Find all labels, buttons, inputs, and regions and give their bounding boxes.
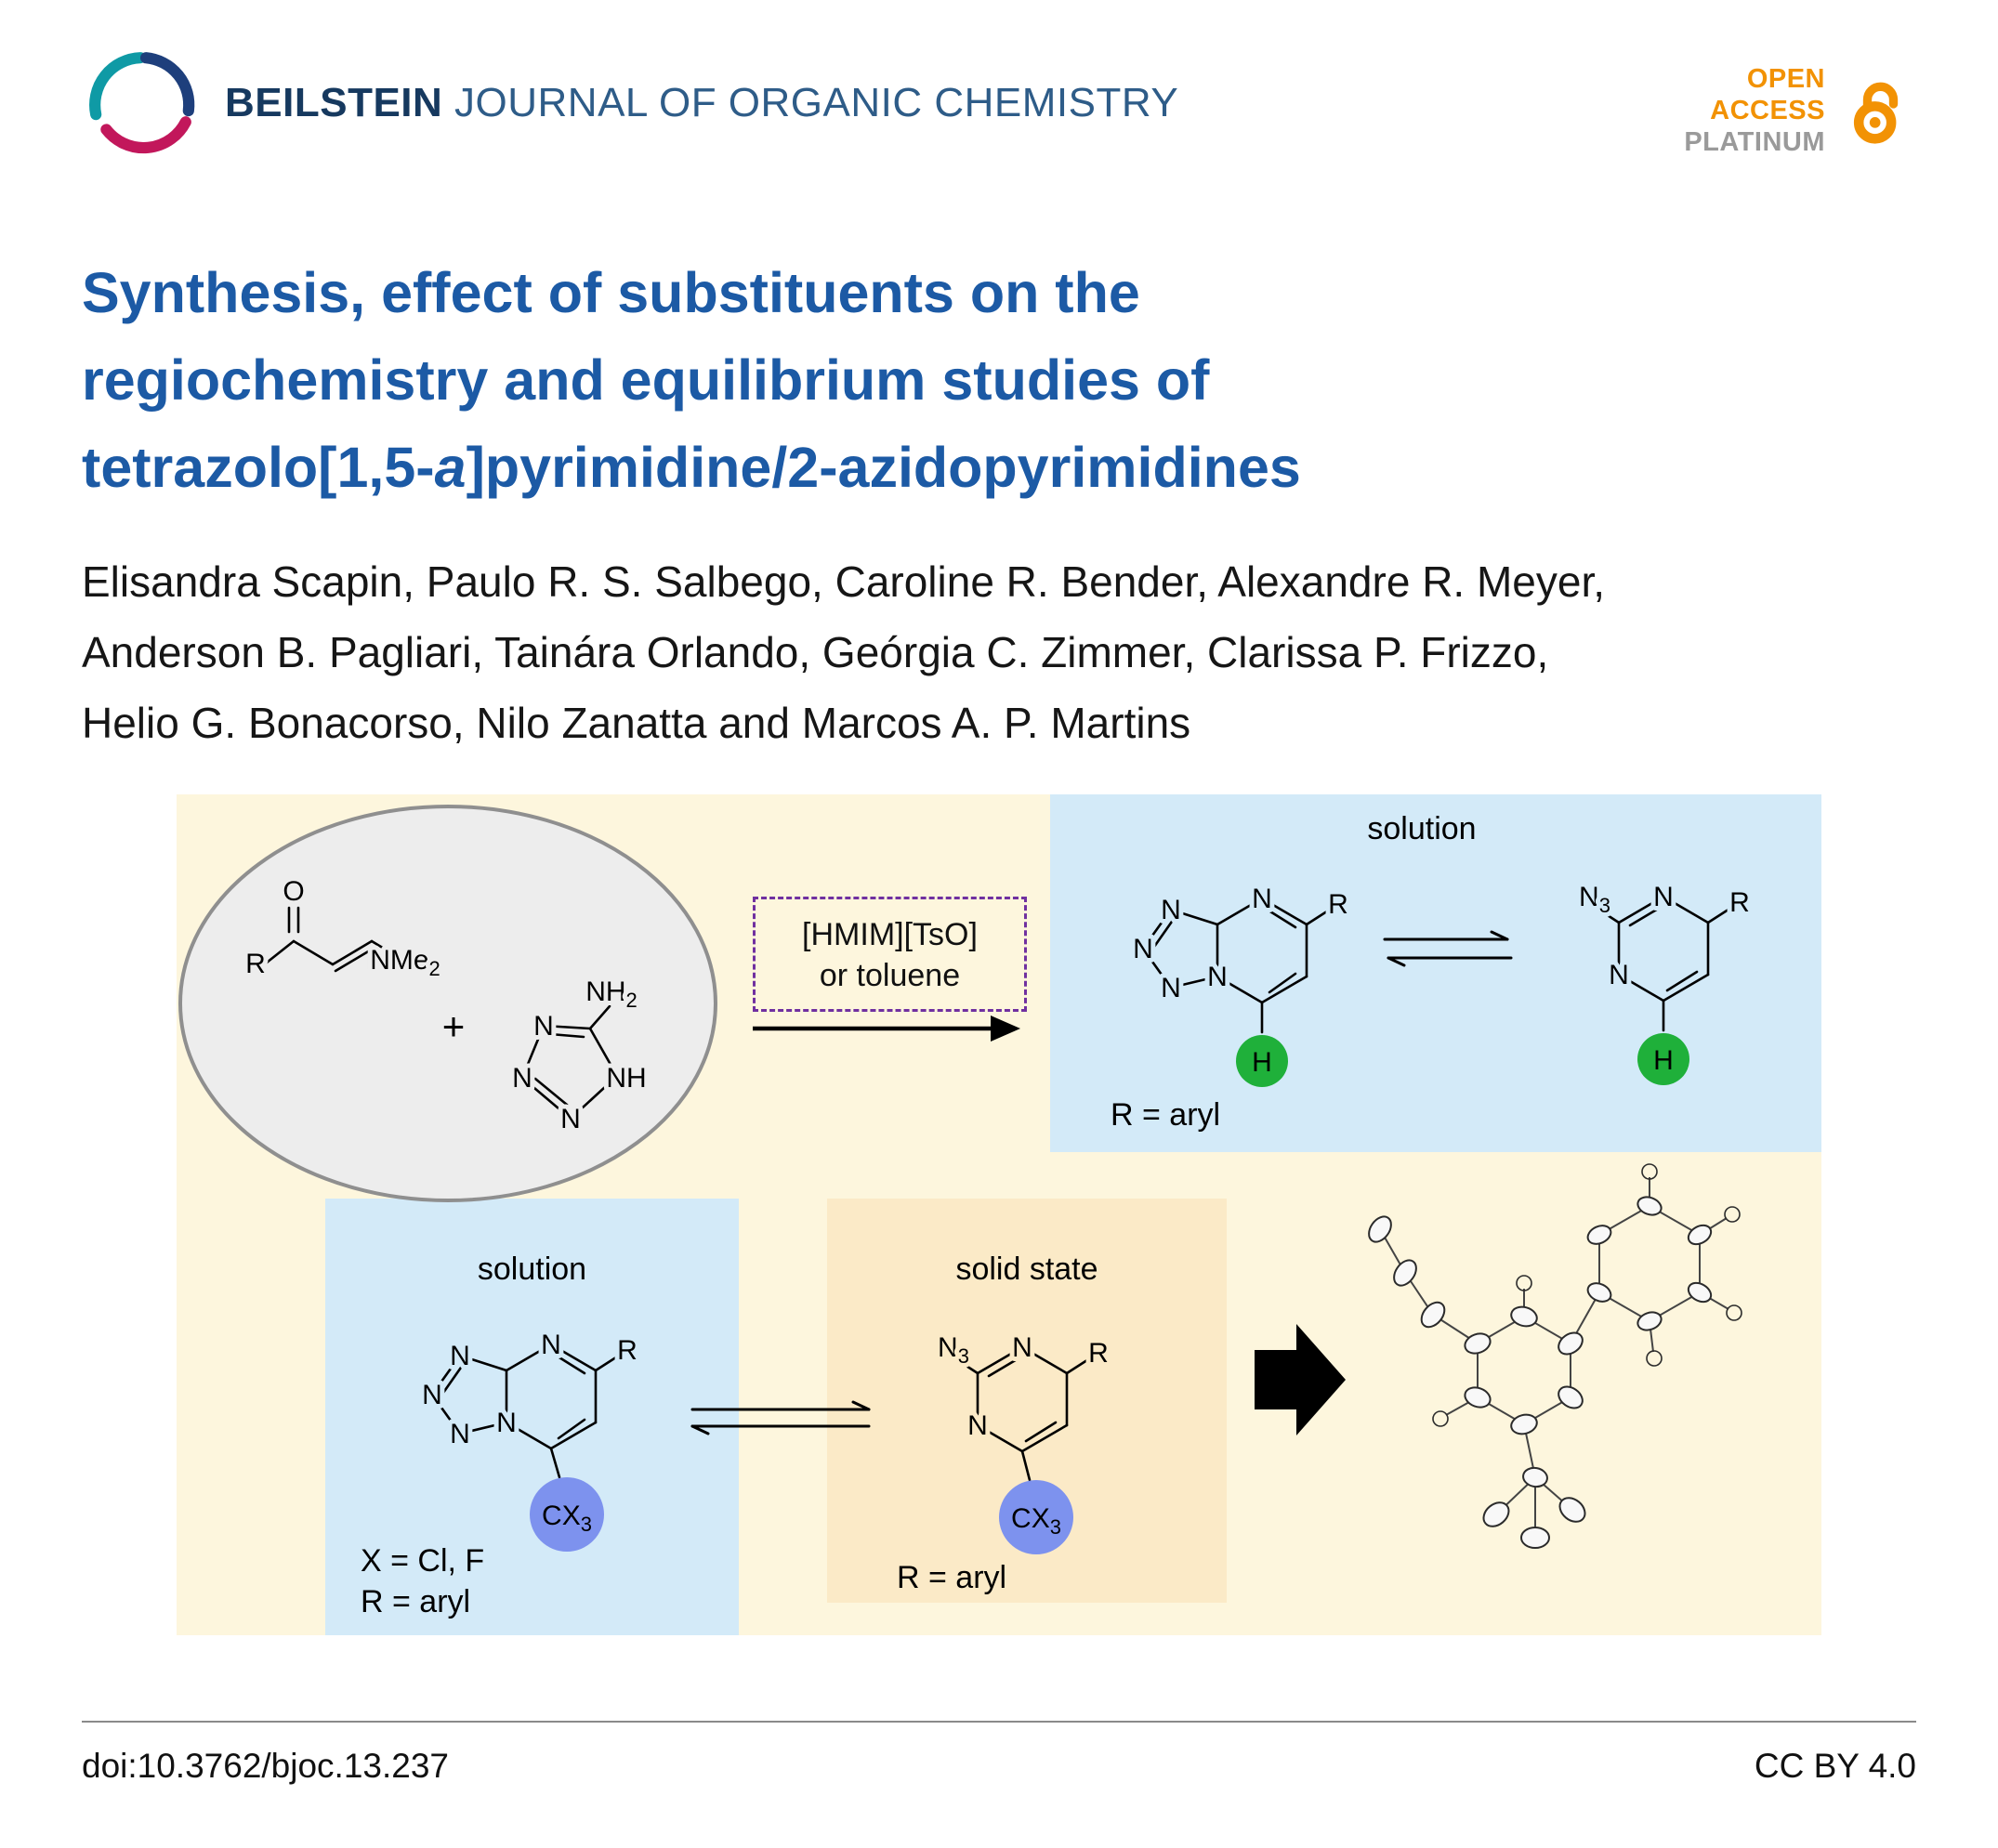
oxygen-atom: O [283, 876, 304, 907]
reactant-ellipse [178, 805, 717, 1202]
r-atom: R [245, 949, 266, 979]
journal-name-rest: JOURNAL OF ORGANIC CHEMISTRY [442, 80, 1179, 125]
authors-line-2: Anderson B. Pagliari, Tainára Orlando, G… [82, 628, 1549, 676]
author-list: Elisandra Scapin, Paulo R. S. Salbego, C… [82, 546, 1903, 758]
block-arrow [1255, 1324, 1346, 1435]
plus-sign: + [442, 1004, 466, 1048]
footer-divider [82, 1721, 1916, 1723]
nh-atom: NH [606, 1063, 646, 1094]
r-aryl-label-bottom-mid: R = aryl [897, 1560, 1007, 1595]
crystal-structure [1368, 1163, 1742, 1549]
reagent-line-2: or toluene [819, 958, 961, 993]
open-access-line1: OPEN [1746, 64, 1825, 94]
footer-doi: doi:10.3762/bjoc.13.237 [82, 1747, 450, 1785]
open-access-line3: PLATINUM [1684, 127, 1825, 157]
beilstein-logo [89, 52, 195, 154]
footer-license: CC BY 4.0 [1754, 1747, 1916, 1785]
n-atom: N [512, 1063, 532, 1094]
r-aryl-label-bottom-left: R = aryl [361, 1584, 471, 1619]
r-aryl-label-top: R = aryl [1111, 1097, 1221, 1133]
open-access-line2: ACCESS [1710, 96, 1825, 125]
enaminone-structure: R O NMe2 [241, 872, 445, 985]
title-line-1: Synthesis, effect of substituents on the [82, 261, 1140, 324]
open-access-text: OPEN ACCESS PLATINUM [1684, 63, 1825, 158]
solid-state-label: solid state [955, 1252, 1098, 1287]
x-cl-f-label: X = Cl, F [361, 1543, 485, 1579]
graphical-abstract: solution R = aryl solution solid state X… [177, 794, 1821, 1635]
journal-name: BEILSTEIN JOURNAL OF ORGANIC CHEMISTRY [225, 80, 1178, 126]
solution-panel-bottom [325, 1199, 739, 1635]
title-line-3: tetrazolo[1,5-a]pyrimidine/2-azidopyrimi… [82, 436, 1301, 499]
authors-line-1: Elisandra Scapin, Paulo R. S. Salbego, C… [82, 557, 1606, 606]
reagent-box: [HMIM][TsO] or toluene [753, 897, 1027, 1012]
n-atom: N [533, 1011, 554, 1042]
open-lock-icon [1853, 82, 1899, 144]
journal-name-bold: BEILSTEIN [225, 80, 443, 125]
title-line-2: regiochemistry and equilibrium studies o… [82, 348, 1210, 412]
n-atom: N [560, 1104, 581, 1134]
authors-line-3: Helio G. Bonacorso, Nilo Zanatta and Mar… [82, 699, 1191, 747]
solution-label-bottom: solution [477, 1252, 587, 1287]
aminotetrazole-structure: N N N NH NH2 [507, 972, 651, 1139]
paper-title: Synthesis, effect of substituents on the… [82, 249, 1662, 511]
nme2-atom: NMe2 [370, 945, 440, 980]
open-access-badge: OPEN ACCESS PLATINUM [1684, 63, 1916, 158]
reagent-line-1: [HMIM][TsO] [802, 917, 978, 952]
reaction-arrow [753, 1016, 1020, 1042]
solution-label-top: solution [1367, 811, 1477, 846]
nh2-atom: NH2 [585, 976, 638, 1012]
